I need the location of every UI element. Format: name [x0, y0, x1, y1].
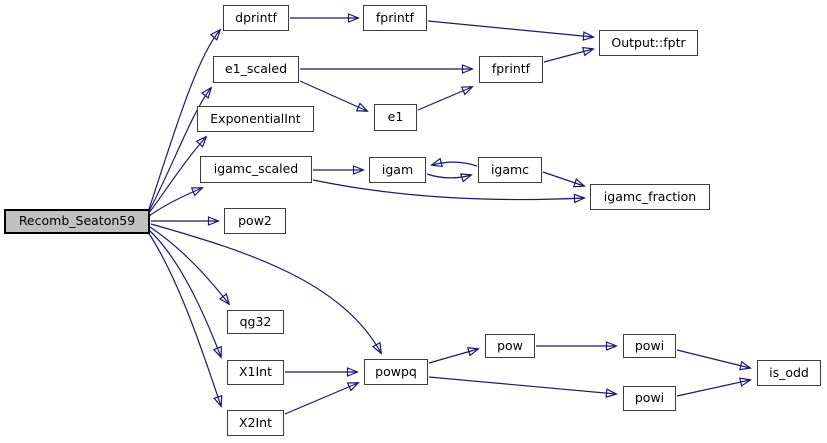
edge-powi2-isodd	[676, 380, 750, 397]
node-recomb-seaton59[interactable]: Recomb_Seaton59	[4, 209, 150, 234]
edge-e1-fprintf	[417, 87, 472, 111]
edge-powi1-isodd	[676, 349, 750, 368]
node-igamc[interactable]: igamc	[478, 157, 542, 183]
node-powi-bottom[interactable]: powi	[623, 386, 676, 411]
edge-igamc_scaled-igamc_fraction	[312, 179, 584, 200]
node-dprintf[interactable]: dprintf	[223, 5, 289, 31]
node-x1int[interactable]: X1Int	[227, 360, 284, 385]
edge-recomb-powpq	[150, 223, 381, 353]
edge-powpq-powi2	[428, 376, 616, 394]
edge-igamc-igamc_fraction	[542, 171, 584, 186]
node-e1[interactable]: e1	[374, 104, 417, 131]
node-qg32[interactable]: qg32	[227, 310, 284, 334]
edge-fprintf-outputfptr	[427, 20, 593, 37]
edge-powpq-pow	[428, 349, 478, 364]
edge-recomb-dprintf	[148, 30, 220, 210]
node-is-odd[interactable]: is_odd	[757, 360, 821, 386]
edge-x2int-powpq	[284, 383, 358, 415]
node-fprintf-top[interactable]: fprintf	[363, 5, 427, 31]
edge-recomb-x1int	[148, 229, 221, 357]
node-fprintf-mid[interactable]: fprintf	[479, 56, 543, 83]
node-e1-scaled[interactable]: e1_scaled	[213, 56, 299, 83]
node-exponentialint[interactable]: ExponentialInt	[197, 106, 314, 132]
node-pow2[interactable]: pow2	[224, 208, 286, 234]
edge-recomb-e1_scaled	[148, 88, 211, 212]
node-powpq[interactable]: powpq	[364, 359, 428, 385]
node-igamc-fraction[interactable]: igamc_fraction	[590, 184, 710, 210]
node-pow[interactable]: pow	[485, 334, 535, 358]
node-igamc-scaled[interactable]: igamc_scaled	[200, 156, 312, 183]
edge-fprintf2-outputfptr	[543, 49, 593, 63]
edge-igam-igamc	[426, 174, 471, 178]
node-powi-top[interactable]: powi	[623, 334, 676, 358]
node-output-fptr[interactable]: Output::fptr	[599, 30, 698, 56]
edge-e1_scaled-e1	[299, 80, 367, 111]
edge-recomb-x2int	[147, 231, 221, 406]
edge-recomb-exponentialint	[148, 137, 206, 214]
edge-recomb-qg32	[149, 226, 229, 304]
node-igam[interactable]: igam	[369, 157, 426, 183]
node-x2int[interactable]: X2Int	[227, 410, 284, 436]
edge-recomb-igamc_scaled	[148, 188, 202, 217]
edge-igamc-igam	[432, 162, 478, 166]
